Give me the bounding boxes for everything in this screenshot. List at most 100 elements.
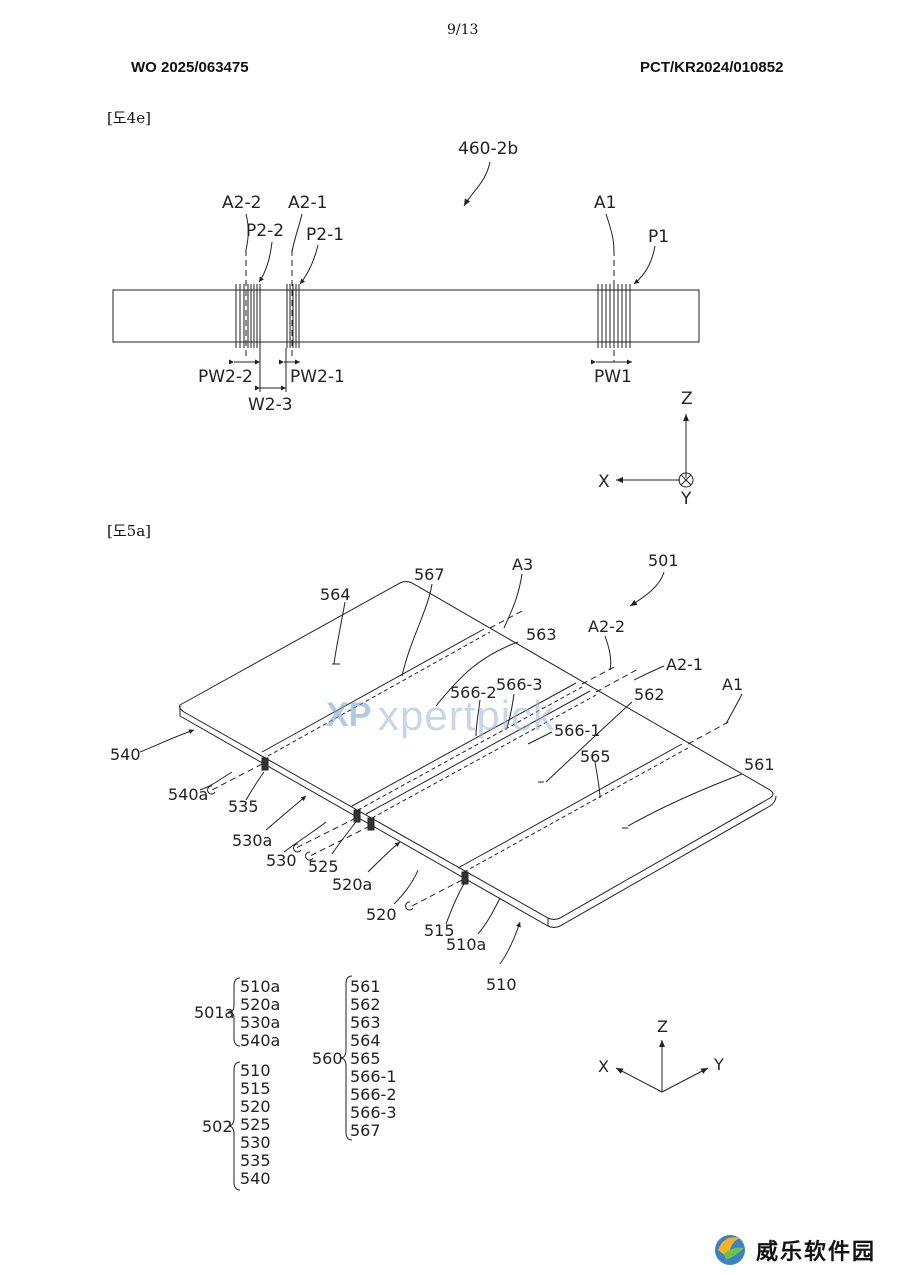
watermark-mark: XP — [326, 696, 372, 734]
label-565: 565 — [580, 747, 611, 766]
hinge-515 — [461, 871, 469, 885]
legend-item: 510a — [240, 977, 280, 996]
label-460-2b: 460-2b — [458, 139, 518, 159]
fig4e-labels: 460-2b A2-2 A2-1 A1 P2-2 P2-1 P1 PW2-2 P… — [198, 139, 693, 509]
label-a1: A1 — [594, 193, 616, 213]
leader-530 — [283, 821, 327, 853]
label-pw2-2: PW2-2 — [198, 367, 253, 387]
leader-a3 — [503, 573, 523, 629]
legend-item: 561 — [350, 977, 381, 996]
legend-item: 520a — [240, 995, 280, 1014]
label-562: 562 — [634, 685, 665, 704]
leader-562 — [545, 701, 633, 783]
label-pw2-1: PW2-1 — [290, 367, 345, 387]
legend-item: 566-2 — [350, 1085, 397, 1104]
label-566-1: 566-1 — [554, 721, 601, 740]
label-a3: A3 — [512, 555, 533, 574]
legend-560-label: 560 — [312, 1049, 343, 1068]
legend-item: 540a — [240, 1031, 280, 1050]
label-a2-1: A2-1 — [288, 193, 327, 213]
fold-566 — [351, 682, 597, 819]
legend-item: 567 — [350, 1121, 381, 1140]
legend-item: 515 — [240, 1079, 271, 1098]
legend-item: 520 — [240, 1097, 271, 1116]
axis-x2-line — [615, 1067, 663, 1093]
label-axis-z: Z — [681, 389, 693, 409]
leader-566-3 — [505, 693, 515, 731]
legend-item: 566-1 — [350, 1067, 397, 1086]
leader-a2-2 — [245, 213, 249, 251]
leader-p1 — [633, 245, 656, 285]
label-axis-z2: Z — [657, 1017, 668, 1036]
label-axis-x: X — [598, 472, 610, 492]
leader-a2-1 — [291, 213, 303, 253]
legend-item: 530a — [240, 1013, 280, 1032]
axis-a2-2-5a — [581, 665, 617, 685]
leader-p2-1 — [299, 244, 319, 285]
leader-510 — [499, 921, 521, 965]
legend-item: 566-3 — [350, 1103, 397, 1122]
corner-logo-text: 威乐软件园 — [756, 1239, 877, 1265]
label-a1: A1 — [722, 675, 743, 694]
leader-a2-2 — [604, 635, 612, 671]
rotation-540a — [207, 785, 216, 795]
axis-a1-5a — [687, 719, 733, 745]
watermark-text: xpertpick — [378, 692, 556, 739]
label-pw1: PW1 — [594, 367, 632, 387]
legend-item: 563 — [350, 1013, 381, 1032]
leader-510a — [477, 897, 501, 935]
hinge-525a — [353, 809, 361, 823]
legend-item: 562 — [350, 995, 381, 1014]
legend-item: 510 — [240, 1061, 271, 1080]
leader-566-2 — [475, 699, 481, 737]
application-number: PCT/KR2024/010852 — [640, 59, 784, 76]
label-561: 561 — [744, 755, 775, 774]
leader-a2-1 — [633, 665, 665, 681]
pattern-p1 — [597, 284, 631, 348]
pattern-p2-2 — [235, 284, 261, 348]
fig5a-caption: [도5a] — [107, 522, 151, 540]
label-510a: 510a — [446, 935, 486, 954]
leader-515 — [445, 883, 465, 925]
leader-501 — [629, 571, 665, 607]
leader-520a — [367, 841, 401, 873]
axis-y-symbol — [678, 472, 694, 488]
label-axis-y2: Y — [713, 1055, 724, 1074]
leader-a1 — [605, 213, 615, 253]
label-520a: 520a — [332, 875, 372, 894]
label-p1: P1 — [648, 227, 669, 247]
legend-item: 564 — [350, 1031, 381, 1050]
legend-502-label: 502 — [202, 1117, 233, 1136]
label-p2-1: P2-1 — [306, 225, 344, 245]
fig5a-drawing — [139, 571, 777, 1191]
label-510: 510 — [486, 975, 517, 994]
legend-item: 525 — [240, 1115, 271, 1134]
label-564: 564 — [320, 585, 351, 604]
rotation-510a — [405, 901, 414, 911]
brace-501a — [227, 977, 241, 1047]
label-520: 520 — [366, 905, 397, 924]
label-566-2: 566-2 — [450, 683, 497, 702]
leader-565 — [594, 761, 601, 799]
legend-item: 535 — [240, 1151, 271, 1170]
legend-item: 565 — [350, 1049, 381, 1068]
label-a2-1: A2-1 — [666, 655, 703, 674]
label-a2-2: A2-2 — [222, 193, 261, 213]
fig4e-drawing — [112, 161, 700, 488]
leader-561 — [627, 773, 743, 827]
axis-a2-1-5a — [595, 667, 641, 693]
leader-520 — [393, 869, 419, 905]
page-number: 9/13 — [447, 22, 479, 38]
label-530: 530 — [266, 851, 297, 870]
label-566-3: 566-3 — [496, 675, 543, 694]
axis-y2-line — [661, 1067, 709, 1093]
label-540a: 540a — [168, 785, 208, 804]
hinge-525b — [367, 817, 375, 831]
hinge-535 — [261, 757, 269, 771]
label-501: 501 — [648, 551, 679, 570]
fold-565 — [457, 743, 689, 873]
